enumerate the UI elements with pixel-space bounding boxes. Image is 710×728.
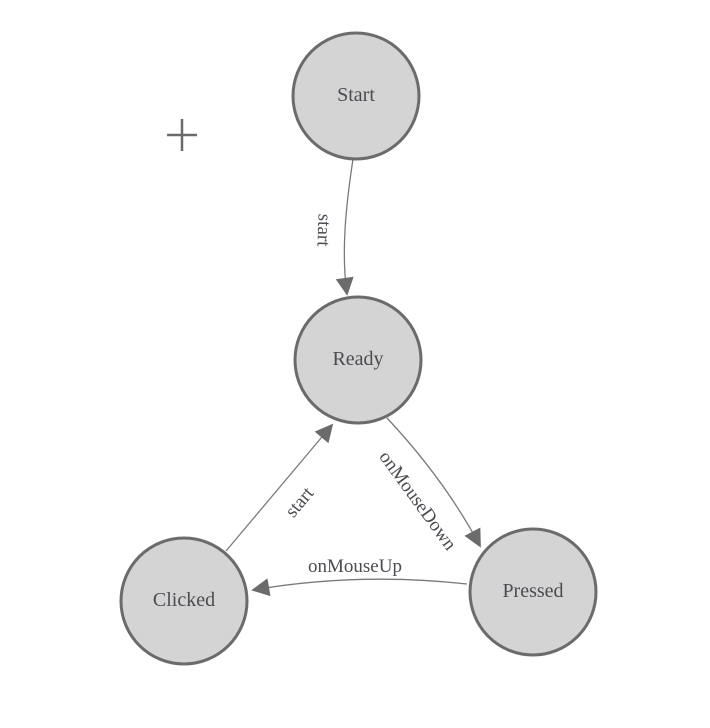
node-pressed-label: Pressed — [502, 580, 563, 602]
edge-line — [335, 158, 354, 296]
node-clicked-label: Clicked — [153, 589, 215, 611]
edge-line — [251, 578, 468, 597]
node-ready[interactable]: Ready — [293, 295, 423, 425]
node-clicked-circle — [119, 536, 249, 666]
edge-line — [225, 423, 334, 552]
edge-pressed-to-clicked[interactable]: onMouseUp — [251, 556, 468, 597]
node-ready-circle — [293, 295, 423, 425]
edge-label-start-to-ready: start — [312, 213, 334, 247]
edge-start-to-ready[interactable]: start — [312, 158, 354, 296]
node-start-circle — [291, 31, 421, 161]
edge-line — [386, 417, 481, 548]
node-pressed[interactable]: Pressed — [468, 527, 598, 657]
node-ready-label: Ready — [332, 348, 383, 370]
plus-icon[interactable] — [167, 119, 197, 151]
node-start-label: Start — [337, 84, 375, 106]
edge-clicked-to-ready[interactable]: start — [225, 423, 334, 552]
edge-ready-to-pressed[interactable]: onMouseDown — [375, 417, 481, 555]
node-start[interactable]: Start — [291, 31, 421, 161]
edge-label-ready-to-pressed: onMouseDown — [375, 447, 461, 555]
edge-label-clicked-to-ready: start — [281, 483, 319, 522]
node-clicked[interactable]: Clicked — [119, 536, 249, 666]
edge-label-pressed-to-clicked: onMouseUp — [308, 556, 402, 577]
node-pressed-circle — [468, 527, 598, 657]
